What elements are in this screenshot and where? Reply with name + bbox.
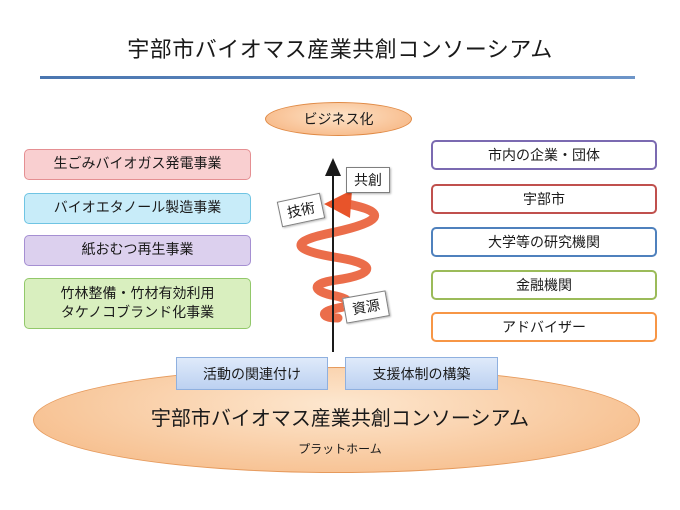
platform-subtitle: プラットホーム <box>298 442 382 456</box>
business-pill: ビジネス化 <box>265 102 412 136</box>
member-ube-city: 宇部市 <box>431 184 657 214</box>
spiral-arrowhead <box>324 190 352 218</box>
support-system-building: 支援体制の構築 <box>345 357 498 390</box>
spiral-arrow <box>296 199 379 323</box>
support-activity-linking: 活動の関連付け <box>176 357 328 390</box>
member-companies: 市内の企業・団体 <box>431 140 657 170</box>
project-diaper-recycle: 紙おむつ再生事業 <box>24 235 251 266</box>
label-co-creation: 共創 <box>346 167 390 193</box>
platform-name: 宇部市バイオマス産業共創コンソーシアム <box>150 406 530 430</box>
member-advisor: アドバイザー <box>431 312 657 342</box>
page-title: 宇部市バイオマス産業共創コンソーシアム <box>127 38 553 63</box>
project-biogas: 生ごみバイオガス発電事業 <box>24 149 251 180</box>
member-research-institutes: 大学等の研究機関 <box>431 227 657 257</box>
project-bamboo: 竹林整備・竹材有効利用 タケノコブランド化事業 <box>24 278 251 329</box>
title-underline <box>40 76 635 79</box>
member-financial-institutions: 金融機関 <box>431 270 657 300</box>
project-bioethanol: バイオエタノール製造事業 <box>24 193 251 224</box>
platform-ellipse <box>33 367 640 473</box>
